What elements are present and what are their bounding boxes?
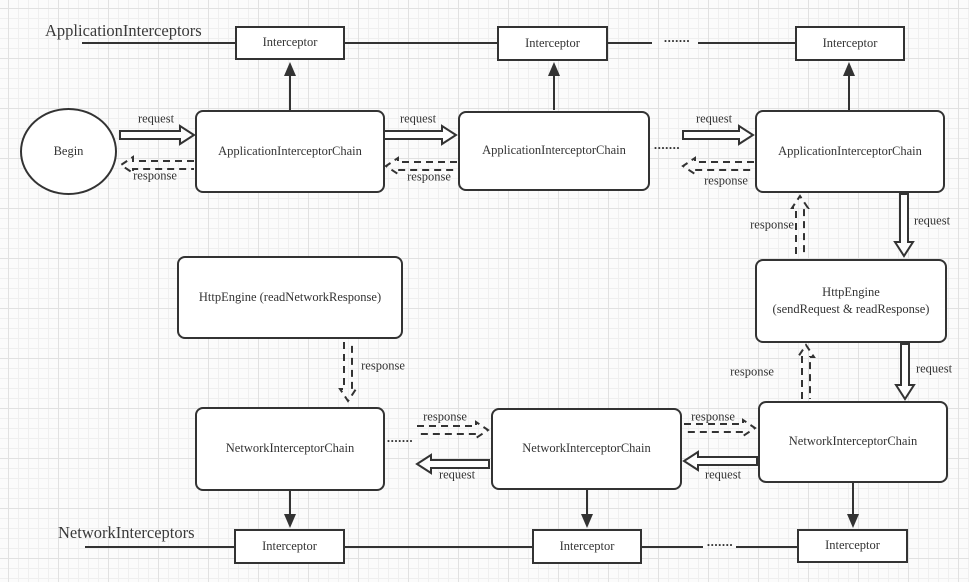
application-interceptor-chain-label: ApplicationInterceptorChain: [218, 143, 362, 158]
network-interceptor-chain-label: NetworkInterceptorChain: [522, 441, 651, 456]
network-interceptor-chain-node-3: NetworkInterceptorChain: [758, 401, 948, 483]
request-label-httpengine-netchain3: request: [915, 361, 953, 376]
response-arrow-netchain2-to-netchain3: [684, 418, 757, 438]
http-engine-send-label-line2: (sendRequest & readResponse): [772, 302, 930, 316]
interceptor-label: Interceptor: [559, 538, 615, 553]
network-interceptor-chain-node-2: NetworkInterceptorChain: [491, 408, 682, 490]
ellipsis-netchain-row: .......: [386, 430, 414, 446]
application-interceptor-node-3: Interceptor: [795, 26, 905, 61]
request-label-netchain3-netchain2: request: [704, 467, 742, 482]
arrowhead-appchain3-to-interceptor3: [843, 62, 855, 76]
response-arrow-netchain1-to-netchain2: [417, 420, 490, 440]
application-interceptor-node-2: Interceptor: [497, 26, 608, 61]
arrowhead-netchain3-to-interceptor6: [847, 514, 859, 528]
response-arrow-httpengine-to-appchain3: [790, 194, 810, 254]
http-engine-send-label-line1: HttpEngine: [822, 284, 880, 299]
application-interceptor-chain-label: ApplicationInterceptorChain: [482, 143, 626, 158]
request-arrow-appchain1-to-appchain2: [383, 124, 458, 146]
response-label-httpengineread-netchain1: response: [361, 358, 405, 373]
response-label-netchain1-netchain2: response: [423, 409, 467, 424]
request-label-appchain2-appchain3: request: [695, 111, 733, 126]
request-label-netchain2-netchain1: request: [438, 467, 476, 482]
arrowhead-appchain2-to-interceptor2: [548, 62, 560, 76]
http-engine-read-label: HttpEngine (readNetworkResponse): [198, 289, 382, 304]
arrowhead-netchain2-to-interceptor5: [581, 514, 593, 528]
network-interceptor-node-3: Interceptor: [797, 529, 908, 563]
ellipsis-appchain-row: .......: [653, 137, 681, 153]
interceptor-label: Interceptor: [262, 538, 317, 553]
request-label-appchain3-httpengine: request: [913, 213, 951, 228]
request-arrow-appchain2-to-appchain3: [682, 124, 755, 146]
response-arrow-httpengineread-to-netchain1: [338, 342, 358, 403]
interceptor-label: Interceptor: [825, 538, 880, 553]
response-label-netchain2-netchain3: response: [691, 409, 735, 424]
network-interceptor-chain-label: NetworkInterceptorChain: [788, 434, 918, 449]
interceptor-label: Interceptor: [525, 35, 580, 50]
application-interceptor-chain-node-3: ApplicationInterceptorChain: [755, 110, 945, 193]
request-arrow-httpengine-to-netchain3: [894, 343, 916, 401]
application-interceptors-lane-label: ApplicationInterceptors: [45, 21, 202, 40]
request-label-begin-appchain1: request: [137, 111, 175, 126]
begin-node-label: Begin: [53, 143, 84, 158]
response-arrow-netchain3-to-httpengine: [796, 343, 816, 399]
application-interceptor-chain-node-2: ApplicationInterceptorChain: [458, 111, 650, 191]
application-interceptor-chain-label: ApplicationInterceptorChain: [778, 143, 922, 158]
response-arrow-appchain2-to-appchain1: [384, 156, 457, 176]
arrowhead-appchain1-to-interceptor1: [284, 62, 296, 76]
ellipsis-network-lane: .......: [706, 534, 734, 550]
interceptor-label: Interceptor: [822, 35, 878, 50]
network-interceptor-chain-label: NetworkInterceptorChain: [225, 441, 355, 456]
network-interceptor-node-2: Interceptor: [532, 529, 642, 564]
response-label-httpengine-appchain3: response: [750, 217, 794, 232]
request-arrow-appchain3-to-httpengine: [893, 193, 915, 258]
response-label-appchain1-begin: response: [133, 168, 177, 183]
response-label-netchain3-httpengine: response: [730, 364, 774, 379]
response-label-appchain3-appchain2: response: [704, 173, 748, 188]
request-arrow-begin-to-appchain1: [119, 124, 196, 146]
application-interceptor-node-1: Interceptor: [235, 26, 345, 60]
response-arrow-appchain1-to-begin: [119, 155, 194, 175]
ellipsis-application-lane: .......: [663, 30, 691, 46]
request-label-appchain1-appchain2: request: [399, 111, 437, 126]
application-interceptor-chain-node-1: ApplicationInterceptorChain: [195, 110, 385, 193]
response-arrow-appchain3-to-appchain2: [681, 156, 754, 176]
network-interceptor-node-1: Interceptor: [234, 529, 345, 564]
response-label-appchain2-appchain1: response: [407, 169, 451, 184]
http-engine-send-node: HttpEngine (sendRequest & readResponse): [755, 259, 947, 343]
begin-node: Begin: [20, 108, 117, 195]
interceptor-label: Interceptor: [262, 35, 318, 50]
http-engine-read-node: HttpEngine (readNetworkResponse): [177, 256, 403, 339]
network-interceptors-lane-label: NetworkInterceptors: [58, 523, 195, 542]
arrowhead-netchain1-to-interceptor4: [284, 514, 296, 528]
network-interceptor-chain-node-1: NetworkInterceptorChain: [195, 407, 385, 491]
request-arrow-netchain2-to-netchain1: [415, 453, 490, 475]
request-arrow-netchain3-to-netchain2: [682, 450, 758, 472]
